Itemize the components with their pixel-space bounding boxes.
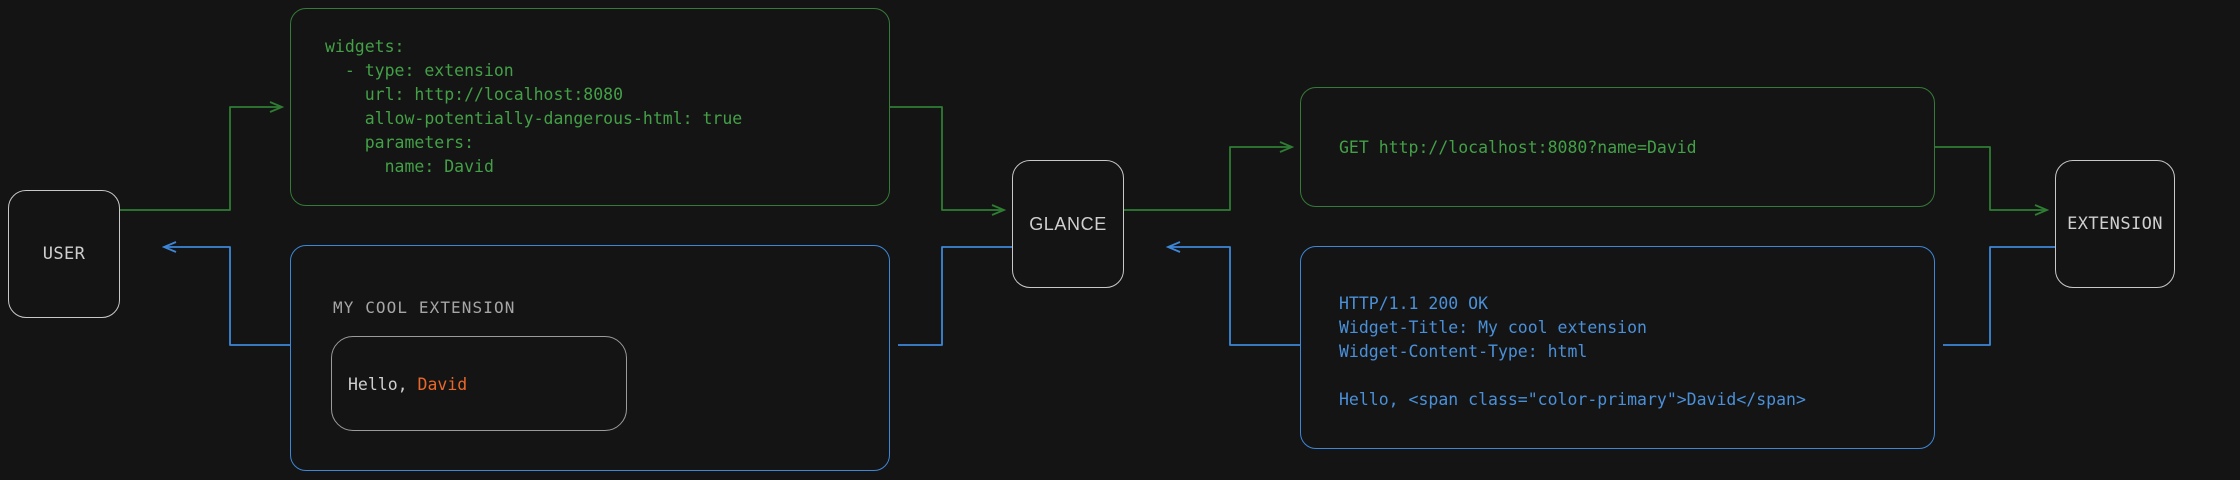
wire-yaml-to-glance	[890, 106, 1004, 210]
wire-glance-to-widget	[898, 246, 1012, 346]
node-extension[interactable]: EXTENSION	[2055, 160, 2175, 288]
rendered-widget-card: Hello, David	[331, 336, 627, 431]
panel-http-response: HTTP/1.1 200 OK Widget-Title: My cool ex…	[1300, 246, 1935, 449]
node-glance-label: GLANCE	[1029, 213, 1107, 234]
wire-glance-to-get	[1124, 147, 1292, 211]
panel-http-request: GET http://localhost:8080?name=David	[1300, 87, 1935, 207]
rendered-widget-body: Hello, David	[348, 375, 467, 394]
wire-user-to-yaml	[120, 107, 282, 211]
node-extension-label: EXTENSION	[2067, 214, 2163, 234]
http-request-code: GET http://localhost:8080?name=David	[1339, 138, 1697, 157]
yaml-config-code: widgets: - type: extension url: http://l…	[325, 37, 743, 176]
http-response-code: HTTP/1.1 200 OK Widget-Title: My cool ex…	[1339, 294, 1806, 409]
wire-response-to-glance	[1168, 247, 1300, 346]
wire-get-to-extension	[1935, 146, 2047, 210]
node-user-label: USER	[42, 244, 86, 264]
node-user[interactable]: USER	[8, 190, 120, 318]
wire-widget-to-user	[164, 247, 290, 346]
rendered-widget-name: David	[417, 375, 468, 394]
panel-yaml-config: widgets: - type: extension url: http://l…	[290, 8, 890, 206]
wire-extension-to-response	[1943, 246, 2055, 346]
panel-rendered-widget: MY COOL EXTENSION Hello, David	[290, 245, 890, 471]
node-glance[interactable]: GLANCE	[1012, 160, 1124, 288]
rendered-widget-title: MY COOL EXTENSION	[333, 298, 516, 317]
rendered-widget-greeting: Hello,	[348, 375, 418, 394]
